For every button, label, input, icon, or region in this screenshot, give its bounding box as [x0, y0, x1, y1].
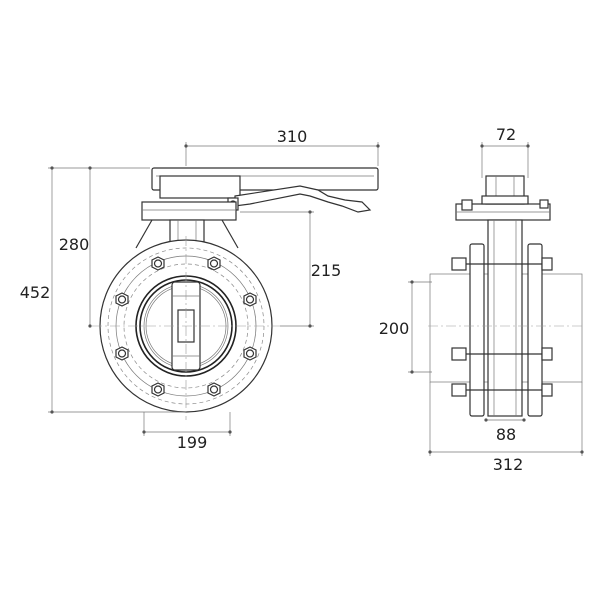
dim-overall-height: 452: [20, 283, 51, 302]
dim-handle-length: 310: [277, 127, 308, 146]
side-dimensions: [408, 142, 584, 456]
side-top: [455, 175, 551, 221]
dim-body-width: 88: [496, 425, 516, 444]
dim-center-to-top: 215: [311, 261, 342, 280]
top-plate: [141, 201, 237, 243]
dim-overall-width: 312: [493, 455, 524, 474]
front-view: [92, 167, 379, 420]
dim-base-width: 199: [177, 433, 208, 452]
side-bolts: [451, 257, 553, 397]
dim-top-width: 72: [496, 125, 516, 144]
flange-bolts: [115, 256, 257, 397]
dim-flange-height: 200: [379, 319, 410, 338]
dim-height-to-handle: 280: [59, 235, 90, 254]
front-dimensions: [48, 142, 380, 436]
side-view: [428, 175, 584, 417]
